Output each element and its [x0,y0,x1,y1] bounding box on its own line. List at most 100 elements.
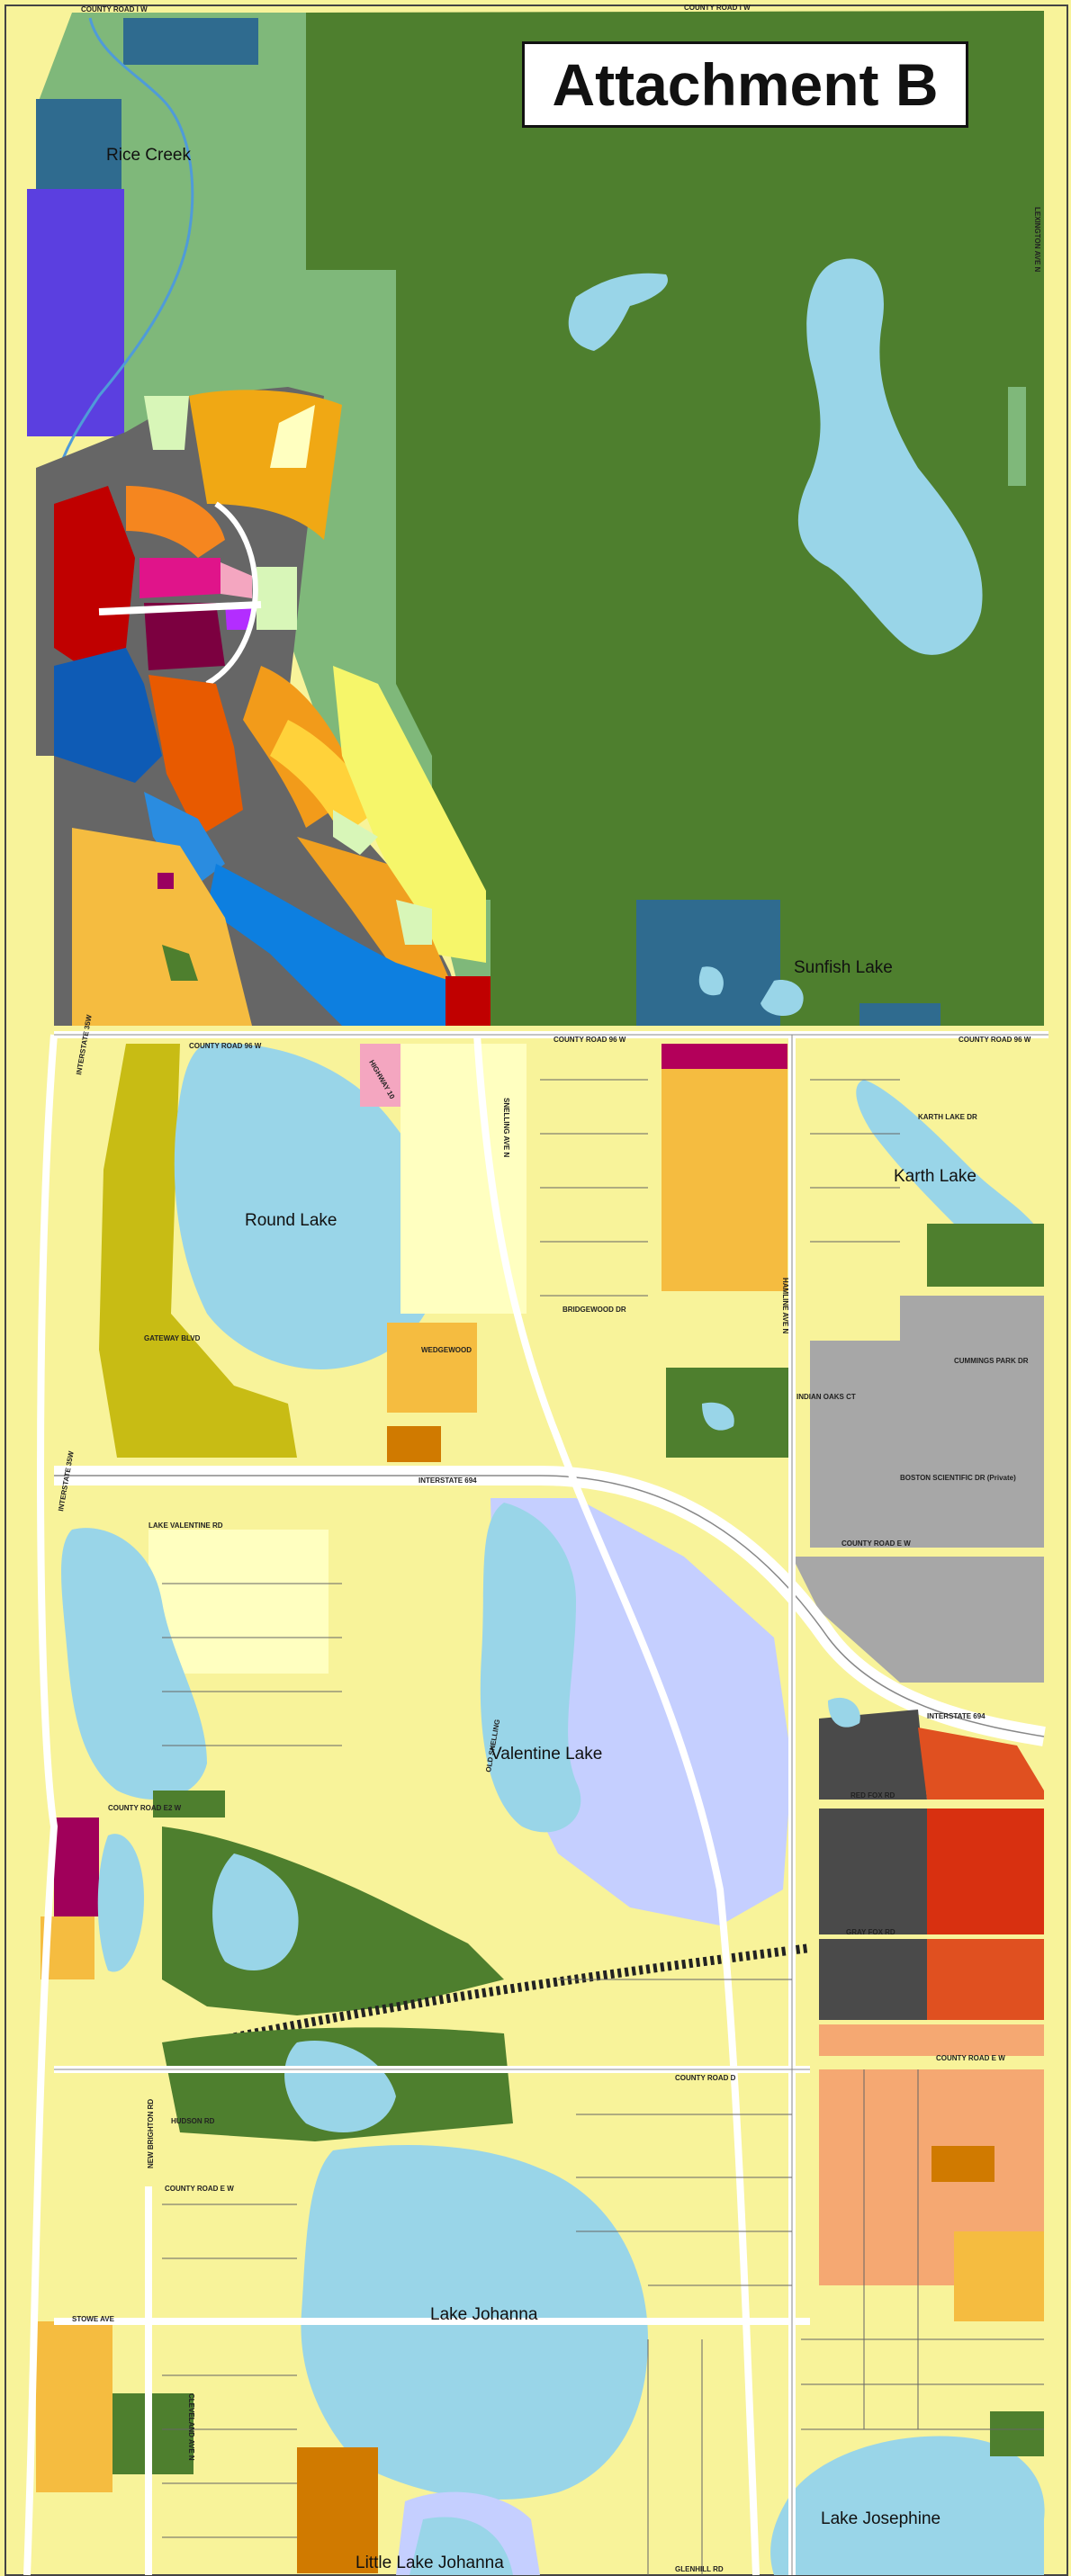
tcaap-orange-ring-1 [126,486,225,558]
road-label-23: WEDGEWOOD [421,1346,472,1354]
central-pond [702,1402,734,1431]
lake-label-1: Round Lake [245,1211,337,1230]
valentine-pale-yellow [148,1530,328,1674]
road-label-6: INTERSTATE 694 [927,1712,986,1720]
north-big-lake [797,258,983,655]
road-label-10: COUNTY ROAD D [675,2074,736,2082]
tcaap-bright-yellow [333,666,486,963]
road-label-4: COUNTY ROAD 96 W [958,1036,1031,1044]
tcaap-pale-green-1 [144,396,189,450]
road-label-33: GRAY FOX RD [846,1928,896,1936]
road-label-19: STOWE AVE [72,2315,115,2323]
valentine-lake [480,1503,581,1833]
tcaap-red-south [446,976,490,1026]
industrial-east-2 [792,1557,1044,1683]
rice-creek-stream [52,17,194,487]
lake-label-3: Karth Lake [894,1167,976,1186]
road-label-31: CLEVELAND AVE N [187,2393,195,2461]
sunfish-lake [760,980,804,1017]
tcaap-pale-green-4 [396,900,432,945]
south-lake-1 [284,2041,396,2132]
tcaap-pale-green-3 [333,810,378,855]
tcaap-light-blue [144,792,225,891]
page-title: Attachment B [552,51,939,118]
tcaap-main-road [98,601,262,615]
johanna-orange-block [297,2447,378,2573]
lake-label-7: Little Lake Johanna [356,2554,504,2572]
road-label-12: LEXINGTON AVE N [1033,207,1041,273]
road-label-20: HUDSON RD [171,2117,215,2125]
lake-label-5: Lake Johanna [430,2305,538,2324]
road-label-22: GATEWAY BLVD [144,1334,201,1342]
round-lake-dark-orange [387,1426,441,1462]
road-label-32: RED FOX RD [850,1791,896,1800]
road-label-11: COUNTY ROAD E W [165,2185,234,2193]
north-small-lake [568,273,668,351]
tcaap-green-sw [162,945,198,981]
lake-label-2: Sunfish Lake [794,958,893,977]
se-dark-gray-1 [819,1710,927,1800]
purple-block-2 [27,274,124,436]
se-orange-dev [954,2231,1044,2321]
central-lakes-green [212,1853,299,1970]
tcaap-orange-mid [148,675,243,837]
purple-block-1 [27,189,124,274]
little-lake-johanna-water [410,2517,513,2575]
west-lake-2 [97,1834,144,1972]
road-label-21: LAKE VALENTINE RD [148,1521,223,1530]
road-label-13: SNELLING AVE N [502,1098,510,1157]
road-label-29: HAMLINE AVE N [781,1278,789,1333]
tcaap-red-west [54,486,135,666]
road-label-1: COUNTY ROAD I W [684,4,751,12]
tcaap-blue-south [207,864,450,1026]
rice-creek-block-1 [123,18,258,65]
interstate-694-outline [54,1475,1045,1737]
tcaap-pale-yellow-1 [270,405,315,468]
sunfish-blue-block [636,900,780,1026]
se-orange-block [932,2146,994,2182]
east-pond [828,1697,860,1728]
round-lake [174,1043,443,1369]
road-outlines [54,1034,1048,2575]
sunfish-blue-block-2 [860,1003,940,1026]
central-orange-development [662,1057,788,1291]
road-label-9: COUNTY ROAD E W [936,2054,1005,2062]
se-green-1 [990,2411,1044,2456]
tcaap-pink-1 [220,562,252,598]
tcaap-blue-west [54,648,162,783]
road-label-18: NEW BRIGHTON RD [147,2099,155,2168]
tcaap-yellow-east-1 [270,720,378,837]
karth-green [927,1224,1044,1287]
road-label-8: COUNTY ROAD E2 W [108,1804,182,1812]
central-magenta-block [662,1044,788,1069]
lake-josephine [770,2436,1045,2575]
road-label-2: COUNTY ROAD 96 W [189,1042,262,1050]
road-label-26: CUMMINGS PARK DR [954,1357,1029,1365]
title-box: Attachment B [522,41,968,128]
west-valentine-lake [61,1528,207,1800]
se-dark-gray-2 [819,1809,927,1934]
minor-streets [162,1079,1044,2575]
road-label-3: COUNTY ROAD 96 W [554,1036,626,1044]
sw-orange-residential [36,2321,112,2492]
tcaap-orange-sw [72,828,252,1026]
road-label-25: BOSTON SCIENTIFIC DR (Private) [900,1474,1016,1482]
road-label-7: COUNTY ROAD E W [842,1539,911,1548]
se-dark-gray-3 [819,1939,927,2020]
lake-label-0: Rice Creek [106,146,191,165]
tcaap-magenta-small [158,873,174,889]
se-red-1 [927,1809,1044,1934]
road-label-24: INDIAN OAKS CT [796,1393,856,1401]
road-label-5: INTERSTATE 694 [418,1476,477,1485]
se-orange-red-1 [918,1728,1044,1800]
boston-scientific-industrial [810,1296,1044,1548]
road-label-28: KARTH LAKE DR [918,1113,977,1121]
sw-green-1 [112,2393,194,2474]
road-label-0: COUNTY ROAD I W [81,5,148,13]
sunfish-lake-2 [698,966,724,996]
west-green-1 [153,1791,225,1818]
tcaap-dark-magenta [144,603,225,670]
se-salmon-1 [819,2024,1044,2056]
road-label-27: GLENHILL RD [675,2565,724,2573]
